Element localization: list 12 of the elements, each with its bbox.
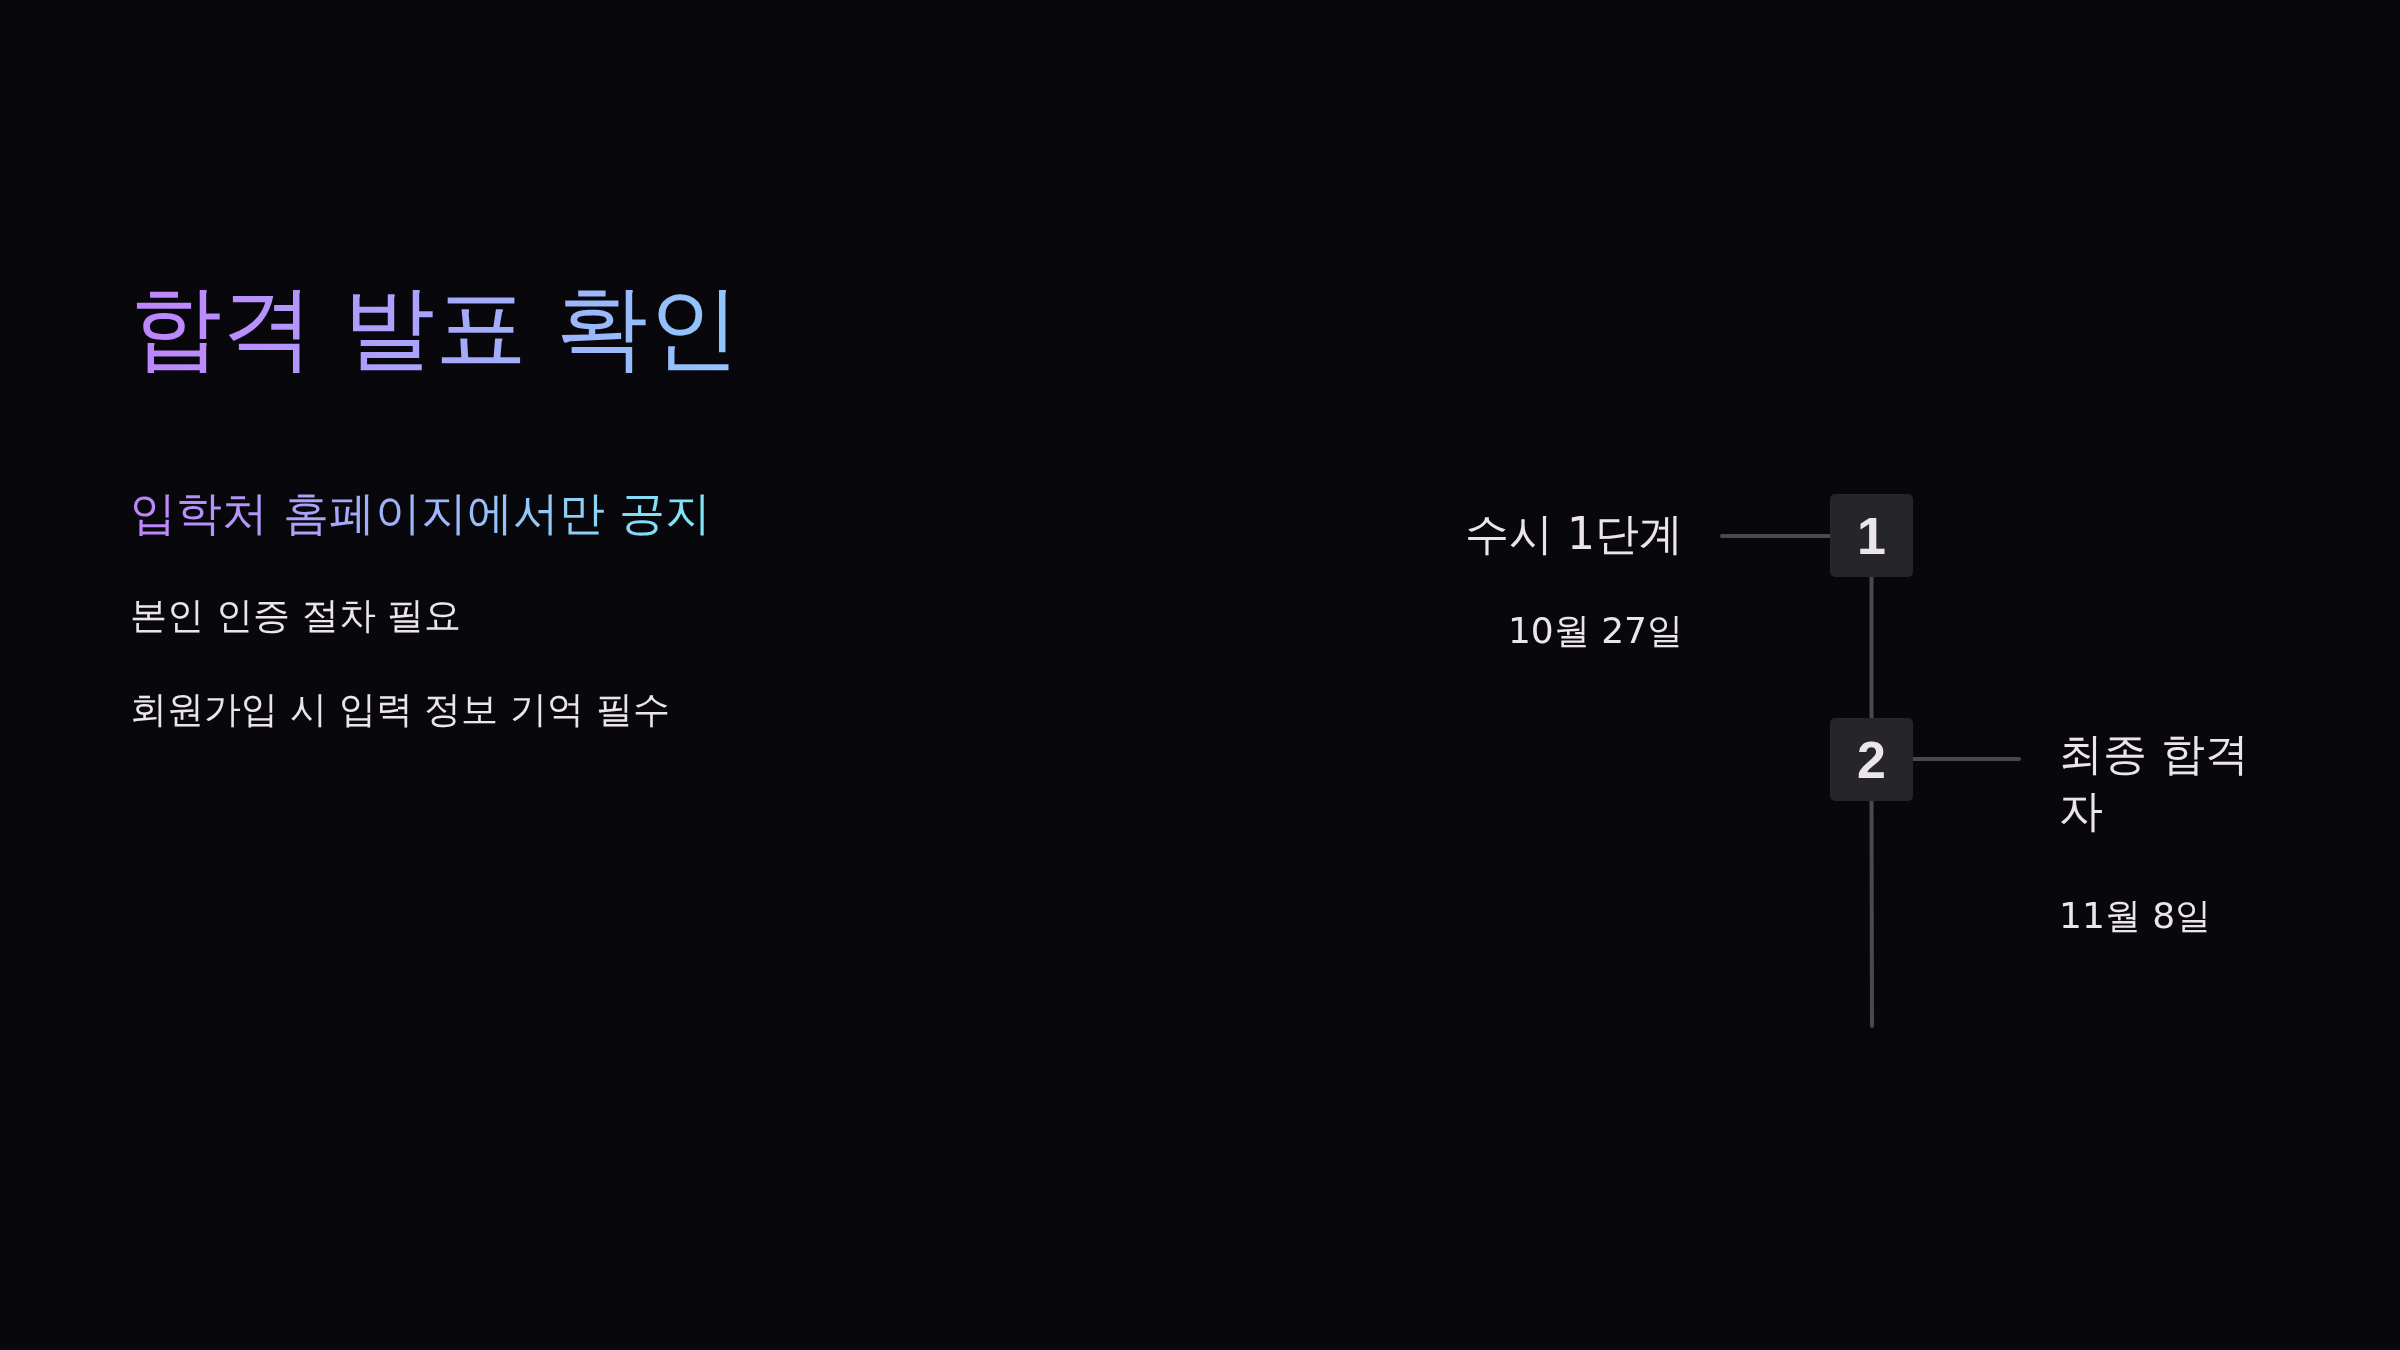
bullet-text: 본인 인증 절차 필요 <box>130 593 462 639</box>
bullet-text: 회원가입 시 입력 정보 기억 필수 <box>130 687 670 733</box>
date-text: 10월 27일 <box>1506 609 1683 653</box>
step-number: 1 <box>1830 494 1913 577</box>
step-number: 2 <box>1830 718 1913 801</box>
connector-line <box>1869 575 1874 720</box>
step-label: 최종 합격자 <box>2059 725 2264 840</box>
date-text: 11월 8일 <box>2059 894 2213 938</box>
connector-line <box>1869 799 1874 1028</box>
connector-line <box>1720 534 1832 538</box>
step-label: 수시 1단계 <box>1380 505 1683 563</box>
connector-line <box>1911 757 2021 761</box>
